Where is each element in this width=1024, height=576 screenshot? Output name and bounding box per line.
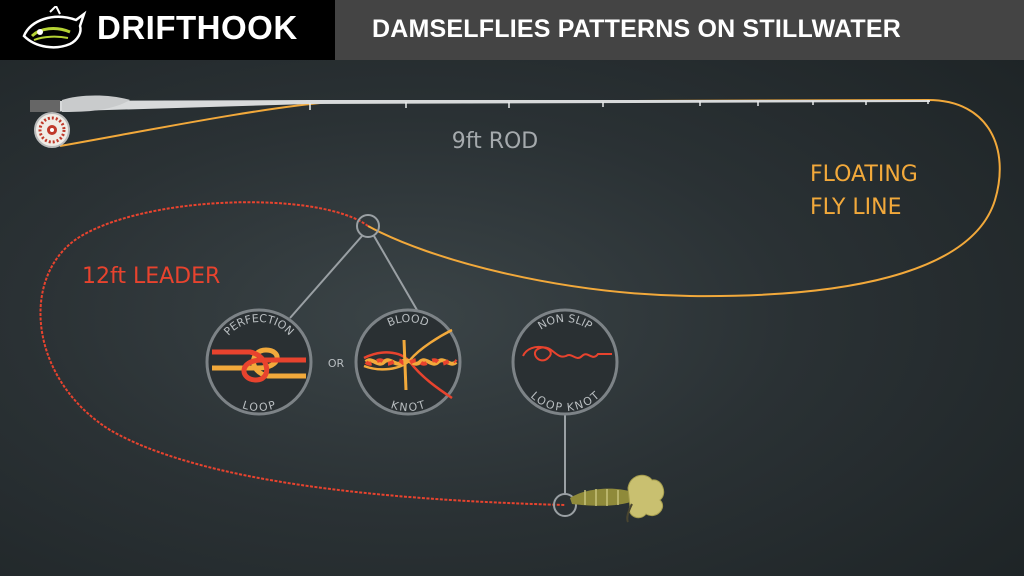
header-bar: DRIFTHOOK DAMSELFLIES PATTERNS ON STILLW… bbox=[0, 0, 1024, 60]
leader-label: 12ft LEADER bbox=[82, 264, 220, 289]
knot-non-slip-loop-knot bbox=[511, 308, 619, 416]
page-title: DAMSELFLIES PATTERNS ON STILLWATER bbox=[372, 15, 902, 43]
fly-line bbox=[59, 98, 1001, 298]
fly-rod bbox=[30, 95, 930, 112]
or-label: OR bbox=[328, 357, 345, 370]
brand-block: DRIFTHOOK bbox=[0, 0, 335, 60]
fly-reel-icon bbox=[34, 112, 70, 148]
knot-blood-knot bbox=[354, 308, 462, 416]
knot-perfection-loop bbox=[205, 308, 313, 416]
damselfly-nymph-icon bbox=[570, 474, 665, 523]
rod-label: 9ft ROD bbox=[452, 129, 539, 154]
fly-line-label-2: FLY LINE bbox=[810, 195, 902, 220]
knot-label-top: BLOOD bbox=[385, 312, 430, 329]
line-leader-connection bbox=[356, 214, 380, 238]
fly-line-label-1: FLOATING bbox=[810, 162, 918, 187]
knot-label-top: NON SLIP bbox=[536, 312, 595, 333]
fish-logo-icon bbox=[22, 6, 87, 49]
leader-line bbox=[39, 201, 566, 506]
brand-name: DRIFTHOOK bbox=[97, 9, 298, 46]
